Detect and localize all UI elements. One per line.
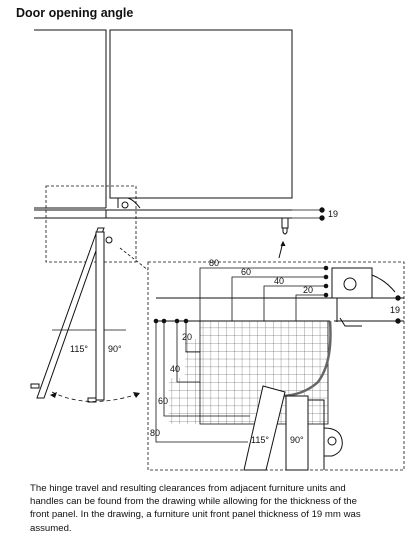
top-thickness-label: 19 bbox=[328, 209, 338, 219]
right-thickness-markers bbox=[395, 295, 401, 324]
swing-handle-stubs bbox=[30, 383, 97, 403]
detail-door-90 bbox=[285, 395, 309, 471]
page-title: Door opening angle bbox=[16, 6, 134, 20]
dimension-60-left-label: 60 bbox=[158, 396, 168, 406]
top-dimension-lines bbox=[199, 267, 326, 321]
detail-angle-90-label: 90° bbox=[290, 435, 304, 445]
dimension-20-top-label: 20 bbox=[303, 285, 313, 295]
dimension-60-top-label: 60 bbox=[241, 267, 251, 277]
top-dimension-dots bbox=[323, 265, 329, 298]
zoom-connector-line bbox=[119, 247, 149, 271]
detail-zoom-box bbox=[147, 261, 405, 471]
dimension-80-top-label: 80 bbox=[209, 258, 219, 268]
cabinet-side-panel bbox=[34, 29, 107, 209]
swing-arrow-left-icon bbox=[50, 392, 57, 398]
swing-angle-115-label: 115° bbox=[70, 344, 88, 354]
swing-arrow-right-icon bbox=[133, 392, 140, 398]
dimension-40-top-label: 40 bbox=[274, 276, 284, 286]
swing-hinge-icon bbox=[105, 236, 113, 244]
appliance-door bbox=[109, 29, 293, 199]
caption-text: The hinge travel and resulting clearance… bbox=[30, 483, 361, 534]
top-thickness-markers bbox=[288, 207, 325, 221]
swing-illustration-doors bbox=[36, 227, 105, 401]
swing-angle-90-label: 90° bbox=[108, 344, 122, 354]
left-dimension-lines bbox=[155, 321, 250, 443]
detail-angle-115-label: 115° bbox=[251, 435, 269, 445]
left-dimension-dots bbox=[153, 318, 189, 324]
dimension-40-left-label: 40 bbox=[170, 364, 180, 374]
dimension-80-left-label: 80 bbox=[150, 428, 160, 438]
detail-panel-lines bbox=[156, 297, 404, 322]
top-hinge-icon bbox=[117, 197, 141, 209]
dimension-20-left-label: 20 bbox=[182, 332, 192, 342]
handle-icon bbox=[278, 217, 289, 259]
hinge-travel-curve bbox=[281, 320, 332, 398]
detail-hinge-mechanism bbox=[331, 267, 396, 327]
detail-door-115 bbox=[243, 385, 286, 471]
right-thickness-label: 19 bbox=[390, 305, 400, 315]
detail-hinge-icon bbox=[323, 427, 343, 457]
front-panel-strip bbox=[34, 209, 292, 219]
swing-arc bbox=[51, 391, 139, 402]
